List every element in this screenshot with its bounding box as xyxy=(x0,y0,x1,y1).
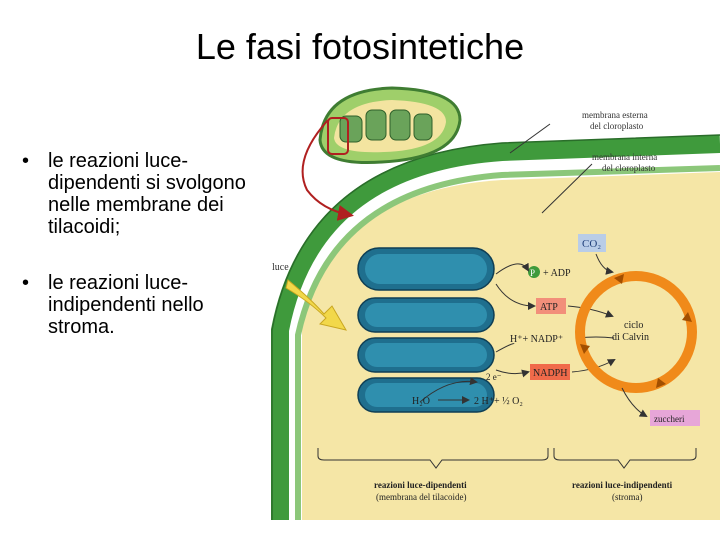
label-h-nadp: H⁺+ NADP⁺ xyxy=(510,334,563,345)
label-atp: ATP xyxy=(540,302,558,313)
bullet-list: • le reazioni luce-dipendenti si svolgon… xyxy=(22,150,272,372)
bullet-item: • le reazioni luce-dipendenti si svolgon… xyxy=(22,150,272,238)
label-outer-membrane-1: membrana esterna xyxy=(582,110,648,120)
phosphate-icon xyxy=(528,266,540,278)
label-outer-membrane-2: del cloroplasto xyxy=(590,121,644,131)
inner-membrane xyxy=(295,165,720,520)
bullet-text-light-independent: le reazioni luce-indipendenti nello stro… xyxy=(48,272,204,338)
chloroplast-inset-icon xyxy=(318,86,462,165)
label-calvin-1: ciclo xyxy=(624,320,643,331)
co2-box xyxy=(578,234,606,252)
atp-box xyxy=(536,298,566,314)
label-p: P xyxy=(530,268,535,278)
bullet-item: • le reazioni luce-indipendenti nello st… xyxy=(22,272,272,338)
light-arrow xyxy=(285,279,348,331)
label-sugars: zuccheri xyxy=(654,414,685,424)
bullet-dot: • xyxy=(22,272,30,294)
label-light-dependent-2: (membrana del tilacoide) xyxy=(376,492,466,502)
chloroplast-diagram: membrana esterna del cloroplasto membran… xyxy=(271,86,720,520)
thylakoid-stack xyxy=(357,247,495,413)
label-light-dependent-1: reazioni luce-dipendenti xyxy=(374,480,467,490)
label-p-adp: + ADP xyxy=(543,268,571,279)
slide-title: Le fasi fotosintetiche xyxy=(195,26,525,67)
label-light-independent-1: reazioni luce-indipendenti xyxy=(572,480,673,490)
bullet-dot: • xyxy=(22,150,30,172)
bracket-light-dependent xyxy=(317,448,549,469)
calvin-cycle-arrows xyxy=(580,274,692,388)
label-h2o: H₂O xyxy=(412,396,430,407)
label-nadph: NADPH xyxy=(533,368,567,379)
label-electrons: 2 e⁻ xyxy=(486,372,502,382)
label-calvin-2: di Calvin xyxy=(612,332,649,343)
bracket-light-independent xyxy=(553,448,697,469)
sugar-box xyxy=(650,410,700,426)
label-inner-membrane-2: del cloroplasto xyxy=(602,163,656,173)
label-co2: CO₂ xyxy=(582,238,601,250)
outer-membrane xyxy=(271,135,720,520)
label-inner-membrane-1: membrana interna xyxy=(592,152,657,162)
bullet-text-light-dependent: le reazioni luce-dipendenti si svolgono … xyxy=(48,150,246,238)
label-o2-products: 2 H⁺+ ½ O₂ xyxy=(474,396,523,407)
calvin-cycle-ring xyxy=(575,271,697,393)
label-light: luce xyxy=(272,262,289,273)
zoom-arrow xyxy=(301,119,354,221)
nadph-box xyxy=(530,364,570,380)
label-light-independent-2: (stroma) xyxy=(612,492,643,502)
